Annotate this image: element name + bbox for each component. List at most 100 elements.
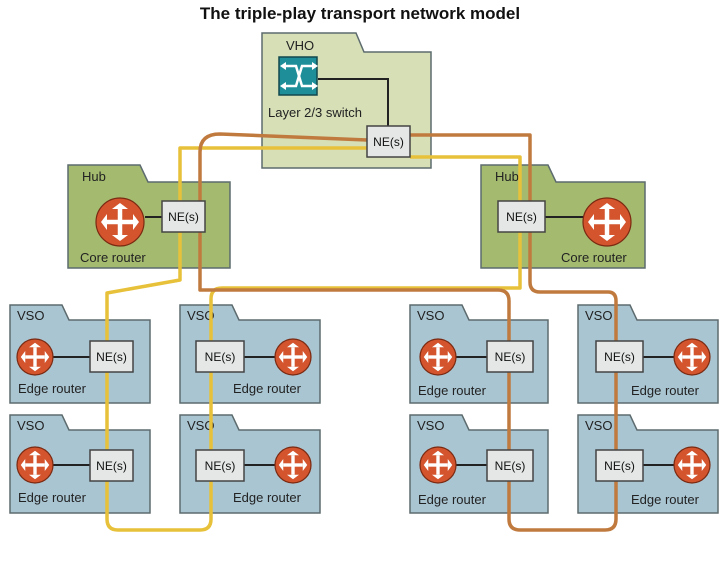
router-arrow-head <box>686 366 698 372</box>
diagram-title: The triple-play transport network model <box>199 4 521 23</box>
router-arrow-head <box>133 214 139 230</box>
vso-folder-2: VSO <box>179 304 321 404</box>
edge-router-vso-6: Edge router <box>233 446 312 505</box>
router-label: Edge router <box>418 383 487 398</box>
ne-label: NE(s) <box>168 210 199 224</box>
ne-box-hub-right: NE(s) <box>497 200 546 233</box>
ne-box-vso-2: NE(s) <box>195 340 245 373</box>
router-arrow-head <box>677 459 683 471</box>
router-arrow-head <box>302 351 308 363</box>
router-arrow-head <box>287 450 299 456</box>
vso-tab-label: VSO <box>187 308 214 323</box>
router-arrow-head <box>287 366 299 372</box>
router-icon <box>673 338 711 376</box>
ne-box-vso-8: NE(s) <box>595 449 644 482</box>
ne-label: NE(s) <box>495 459 526 473</box>
router-arrow-head <box>686 342 698 348</box>
router-arrow-head <box>112 235 128 241</box>
ne-box-vso-5: NE(s) <box>89 449 134 482</box>
router-icon <box>16 338 54 376</box>
router-arrow-head <box>29 474 41 480</box>
edge-router-vso-2: Edge router <box>233 338 312 396</box>
router-arrow-head <box>432 342 444 348</box>
vso-folder-shape <box>179 304 321 404</box>
router-arrow-head <box>423 351 429 363</box>
router-icon <box>419 338 457 376</box>
vso-folder-shape <box>9 304 151 404</box>
ne-box-hub-left: NE(s) <box>161 200 206 233</box>
edge-router-vso-4: Edge router <box>631 338 711 398</box>
router-arrow-head <box>432 474 444 480</box>
router-icon <box>95 197 145 247</box>
router-label: Edge router <box>233 490 302 505</box>
ne-box-vso-7: NE(s) <box>486 449 534 482</box>
router-label: Edge router <box>18 490 87 505</box>
router-arrow-head <box>287 342 299 348</box>
router-icon <box>582 197 632 247</box>
ne-label: NE(s) <box>604 350 635 364</box>
edge-router-vso-5: Edge router <box>16 446 87 505</box>
router-label: Edge router <box>631 383 700 398</box>
router-arrow-head <box>29 450 41 456</box>
router-arrow-head <box>44 351 50 363</box>
ne-label: NE(s) <box>373 135 404 149</box>
ne-box-vso-6: NE(s) <box>195 449 245 482</box>
ne-label: NE(s) <box>96 350 127 364</box>
router-arrow-head <box>29 342 41 348</box>
vso-tab-label: VSO <box>585 308 612 323</box>
router-arrow-head <box>101 214 107 230</box>
ne-box-vho: NE(s) <box>366 125 411 158</box>
vso-tab-label: VSO <box>17 308 44 323</box>
router-arrow-head <box>432 450 444 456</box>
vso-folder-1: VSO <box>9 304 151 404</box>
ne-box-vso-1: NE(s) <box>89 340 134 373</box>
router-arrow-head <box>287 474 299 480</box>
vso-folder-3: VSO <box>409 304 549 404</box>
ne-label: NE(s) <box>506 210 537 224</box>
vso-tab-label: VSO <box>417 418 444 433</box>
hub-tab-label: Hub <box>495 169 519 184</box>
router-arrow-head <box>302 459 308 471</box>
router-arrow-head <box>29 366 41 372</box>
router-label: Edge router <box>18 381 87 396</box>
router-arrow-head <box>686 474 698 480</box>
router-icon <box>419 446 457 484</box>
vho-tab-label: VHO <box>286 38 314 53</box>
router-arrow-head <box>620 214 626 230</box>
router-icon <box>16 446 54 484</box>
edge-router-vso-7: Edge router <box>418 446 487 507</box>
router-icon <box>274 446 312 484</box>
router-arrow-head <box>423 459 429 471</box>
router-icon <box>673 446 711 484</box>
ne-box-vso-4: NE(s) <box>595 340 644 373</box>
ne-label: NE(s) <box>205 459 236 473</box>
router-arrow-head <box>432 366 444 372</box>
router-arrow-head <box>588 214 594 230</box>
router-label: Edge router <box>418 492 487 507</box>
ne-label: NE(s) <box>96 459 127 473</box>
vso-tab-label: VSO <box>585 418 612 433</box>
router-arrow-head <box>599 235 615 241</box>
router-arrow-head <box>278 351 284 363</box>
router-arrow-head <box>44 459 50 471</box>
vso-folder-shape <box>577 304 719 404</box>
router-arrow-head <box>447 459 453 471</box>
edge-router-vso-8: Edge router <box>631 446 711 507</box>
ne-box-vso-3: NE(s) <box>486 340 534 373</box>
edge-router-vso-1: Edge router <box>16 338 87 396</box>
layer-2-3-switch: Layer 2/3 switch <box>268 56 362 120</box>
ne-label: NE(s) <box>205 350 236 364</box>
router-arrow-head <box>112 203 128 209</box>
router-arrow-head <box>599 203 615 209</box>
router-label: Edge router <box>233 381 302 396</box>
router-arrow-head <box>20 459 26 471</box>
ne-label: NE(s) <box>495 350 526 364</box>
router-label: Edge router <box>631 492 700 507</box>
ne-label: NE(s) <box>604 459 635 473</box>
core-router-left: Core router <box>80 197 146 265</box>
device-connectors <box>53 78 674 466</box>
router-arrow-head <box>20 351 26 363</box>
router-label: Core router <box>561 250 627 265</box>
router-label: Core router <box>80 250 146 265</box>
router-arrow-head <box>677 351 683 363</box>
